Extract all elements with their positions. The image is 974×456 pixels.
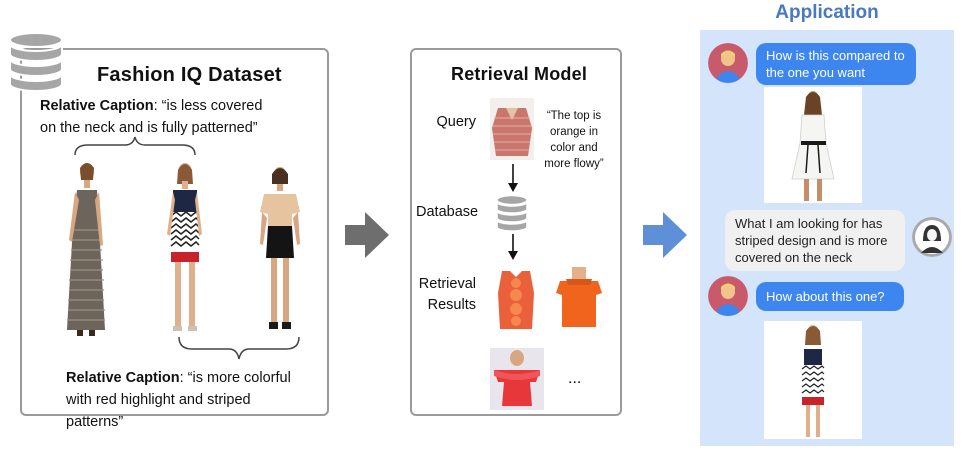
gray-arrow-icon	[345, 212, 389, 258]
query-text: “The top is orange in color and more flo…	[544, 110, 604, 170]
result-image-cold-shoulder-top	[552, 263, 606, 335]
model-image-chevron-dress	[167, 163, 202, 331]
result-image-offshoulder-top	[490, 348, 544, 410]
down-arrow-icon	[508, 164, 518, 192]
chat-image-chevron-dress	[764, 321, 862, 439]
application-title: Application	[775, 2, 879, 23]
blue-arrow-icon	[643, 212, 687, 258]
more-results-ellipsis: ...	[568, 370, 582, 387]
user-message: What I am looking for has striped design…	[725, 210, 905, 271]
query-label: Query	[436, 114, 477, 130]
top-brace	[74, 136, 196, 156]
caption-text: : “is more colorful with red highlight a…	[66, 370, 291, 430]
relative-caption-1: Relative Caption: “is less covered on th…	[40, 95, 270, 139]
caption-label: Relative Caption	[40, 98, 154, 114]
retrieval-model-title: Retrieval Model	[451, 64, 588, 84]
relative-caption-2: Relative Caption: “is more colorful with…	[66, 367, 302, 433]
bot-avatar	[708, 276, 748, 316]
user-avatar	[912, 217, 952, 257]
bot-message-2: How about this one?	[756, 282, 904, 311]
caption-label: Relative Caption	[66, 370, 180, 386]
database-label: Database	[416, 204, 479, 220]
model-image-beige-top	[260, 167, 300, 329]
query-image-striped-top	[490, 98, 534, 160]
database-small-icon	[496, 194, 528, 232]
retrieval-results-label: Retrieval Results	[418, 276, 476, 313]
result-image-ruffle-top	[492, 263, 540, 335]
chat-image-white-dress	[764, 87, 862, 203]
bottom-brace	[178, 336, 300, 360]
down-arrow-icon	[508, 234, 518, 260]
bot-avatar	[708, 43, 748, 83]
bot-message-1: How is this compared to the one you want	[756, 43, 916, 85]
database-icon	[9, 32, 63, 92]
dataset-title: Fashion IQ Dataset	[97, 64, 282, 86]
caption-text: : “is less covered on the neck and is fu…	[40, 98, 263, 136]
model-image-maxi-dress	[67, 163, 105, 336]
